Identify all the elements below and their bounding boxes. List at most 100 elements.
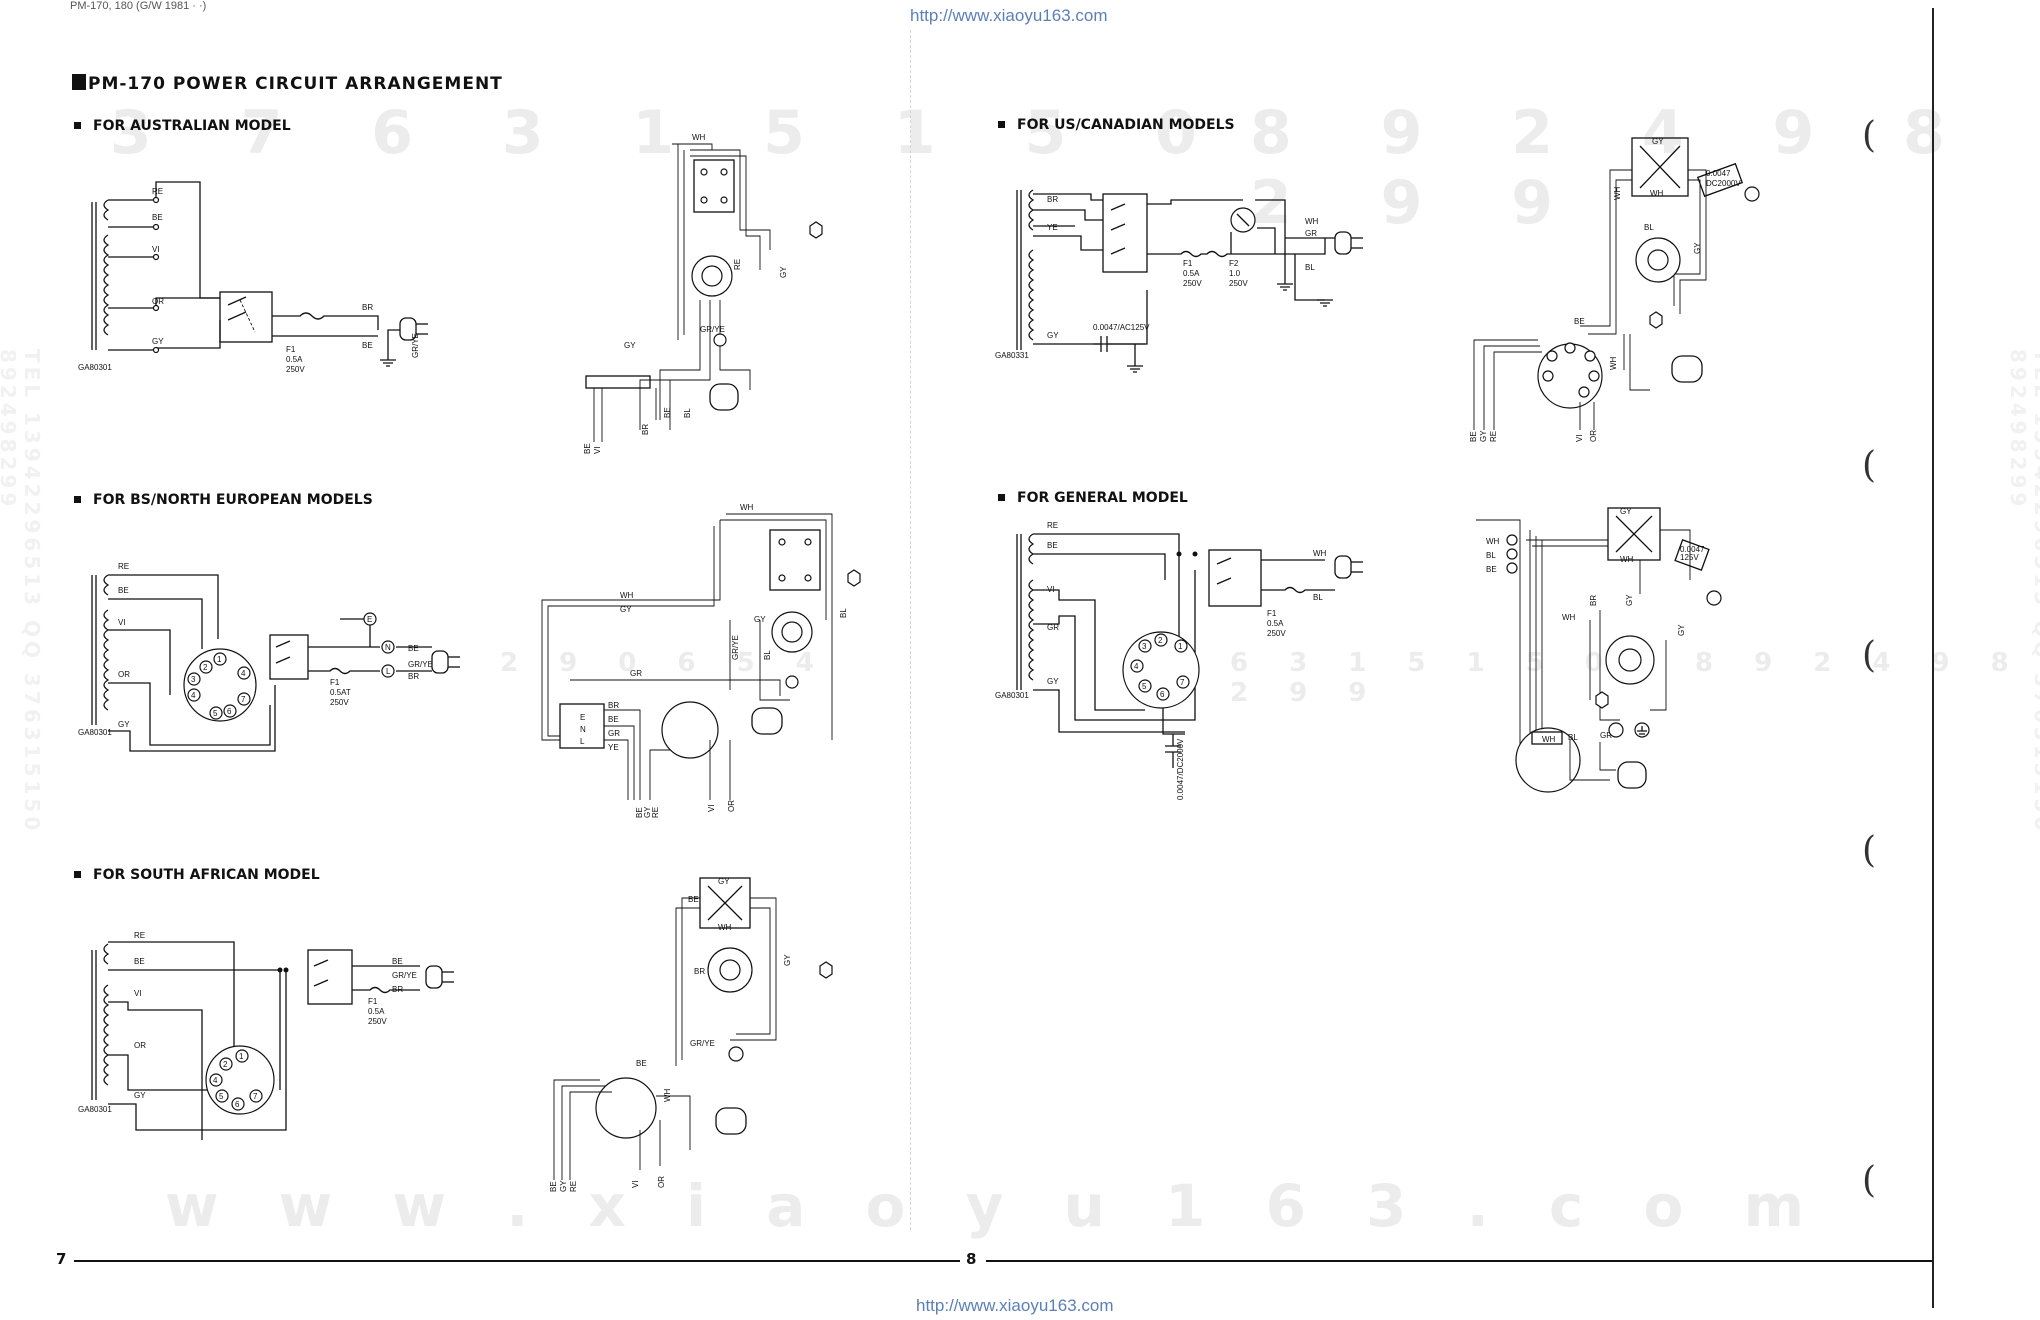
wire-label: RE: [118, 562, 129, 571]
label-or: OR: [152, 297, 164, 306]
wire-label: GA80301: [995, 691, 1029, 700]
wire-label: VI: [1575, 434, 1584, 442]
wire-label: WH: [1620, 555, 1634, 564]
wire-label: BR: [641, 424, 650, 435]
wire-label: WH: [620, 591, 634, 600]
wire-label: BE: [688, 895, 699, 904]
plug-icon: [380, 317, 428, 367]
wire-label: WH: [1305, 217, 1319, 226]
wire-label: 250V: [1229, 279, 1248, 288]
wire-label: 3: [1142, 642, 1147, 651]
wire-label: GA80331: [995, 351, 1029, 360]
wire-label: GY: [1677, 624, 1686, 636]
wire-label: VI: [631, 1180, 640, 1188]
nut-icon: [1595, 691, 1609, 709]
wire-label: BL: [763, 650, 772, 660]
octal-socket: 2 1 4 5 6 7: [205, 1045, 275, 1115]
wire-label: VI: [118, 618, 126, 627]
wire-label: 2: [1158, 636, 1163, 645]
wire-label: 6: [235, 1100, 240, 1109]
wire-label: GR/YE: [731, 635, 740, 660]
wire-label: 1: [217, 655, 222, 664]
wire-label: 5: [219, 1092, 224, 1101]
label-transformer-au: GA80301: [78, 363, 112, 372]
wire-label: BE: [408, 644, 419, 653]
wire-label: RE: [134, 931, 145, 940]
label-grye-au: GR/YE: [411, 333, 420, 358]
wire-label: GR/YE: [690, 1039, 715, 1048]
wire-label: L: [580, 737, 585, 746]
binder-ring: (: [1862, 1160, 1877, 1201]
wire-label: GY: [783, 954, 792, 966]
label-250v-au: 250V: [286, 365, 305, 374]
wire-label: GR: [630, 669, 642, 678]
wire-label: 2: [223, 1060, 228, 1069]
wire-label: 0.5A: [1183, 269, 1200, 278]
watermark-digits-top-left: 3 7 6 3 1 5 1 5 0: [110, 98, 1231, 168]
wire-label: WH: [1313, 549, 1327, 558]
wire-label: BE: [583, 443, 592, 454]
running-head: PM-170, 180 (G/W 1981 · ·): [70, 0, 207, 12]
wire-label: VI: [134, 989, 142, 998]
wire-label: WH: [1562, 613, 1576, 622]
wire-label: BE: [608, 715, 619, 724]
url-bottom[interactable]: http://www.xiaoyu163.com: [916, 1296, 1114, 1315]
binder-ring: (: [1862, 115, 1877, 156]
wire-label: GR: [1047, 623, 1059, 632]
wire-label: YE: [1047, 223, 1058, 232]
wire-label: 1.0: [1229, 269, 1241, 278]
section-south-african: FOR SOUTH AFRICAN MODEL: [74, 867, 320, 883]
wire-label: WH: [718, 923, 732, 932]
url-top[interactable]: http://www.xiaoyu163.com: [910, 6, 1108, 25]
wire-label: F1: [1267, 609, 1277, 618]
wire-label: BE: [392, 957, 403, 966]
label-f1-au: F1: [286, 345, 296, 354]
page-title: PM-170 POWER CIRCUIT ARRANGEMENT: [72, 74, 503, 94]
wire-label: 7: [1180, 678, 1185, 687]
nut-icon: [847, 569, 861, 587]
wire-label: 0.5A: [1267, 619, 1284, 628]
wire-label: BE: [118, 586, 129, 595]
wire-label: 1: [239, 1052, 244, 1061]
wiring-australian: WH RE GY GR/YE GY BE VI BR BE BL: [583, 133, 823, 454]
wire-label: 5: [213, 709, 218, 718]
page-title-text: PM-170 POWER CIRCUIT ARRANGEMENT: [88, 74, 503, 94]
wire-label: BL: [1305, 263, 1315, 272]
watermark-side-right: TEL 13942296513 QQ 376315150 892498299: [2006, 349, 2040, 835]
wire-label: F1: [330, 678, 340, 687]
capacitor-tag: 0.0047 125V: [1674, 539, 1722, 606]
wire-label: GY: [559, 1180, 568, 1192]
wire-label: BE: [636, 1059, 647, 1068]
wire-label: GR/YE: [700, 325, 725, 334]
nut-icon: [1649, 311, 1663, 329]
wire-label: 2: [203, 663, 208, 672]
wire-label: 0.5A: [368, 1007, 385, 1016]
wire-label: 4: [1134, 662, 1139, 671]
wire-label: RE: [651, 807, 660, 818]
wire-label: WH: [1486, 537, 1500, 546]
wire-label: GR/YE: [392, 971, 417, 980]
nut-icon: [809, 221, 823, 239]
wire-label: 0.0047: [1706, 169, 1731, 178]
right-border: [1932, 8, 1934, 1308]
wire-label: GY: [1620, 507, 1632, 516]
label-be-au: BE: [362, 341, 373, 350]
label-re: RE: [152, 187, 163, 196]
wire-label: 1: [1178, 642, 1183, 651]
schematic-us-canadian: BR YE GY F1 0.5A 250V F2 1.0 250V WH GR …: [995, 189, 1363, 373]
wire-label: GY: [1479, 430, 1488, 442]
wire-label: 0.0047/AC125V: [1093, 323, 1150, 332]
wire-label: GY: [620, 605, 632, 614]
wire-label: GR: [1305, 229, 1317, 238]
label-vi: VI: [152, 245, 160, 254]
wire-label: GY: [1693, 242, 1702, 254]
wire-label: F1: [1183, 259, 1193, 268]
wire-label: GY: [118, 720, 130, 729]
wire-label: 250V: [330, 698, 349, 707]
wire-label: GY: [1047, 331, 1059, 340]
wire-label: BR: [1047, 195, 1058, 204]
wire-label: VI: [593, 446, 602, 454]
wire-label: 4: [241, 669, 246, 678]
wire-label: 7: [241, 695, 246, 704]
wiring-general: WH BL BE GY WH 0.0047 125V BR GY GY WH W…: [1476, 507, 1722, 793]
